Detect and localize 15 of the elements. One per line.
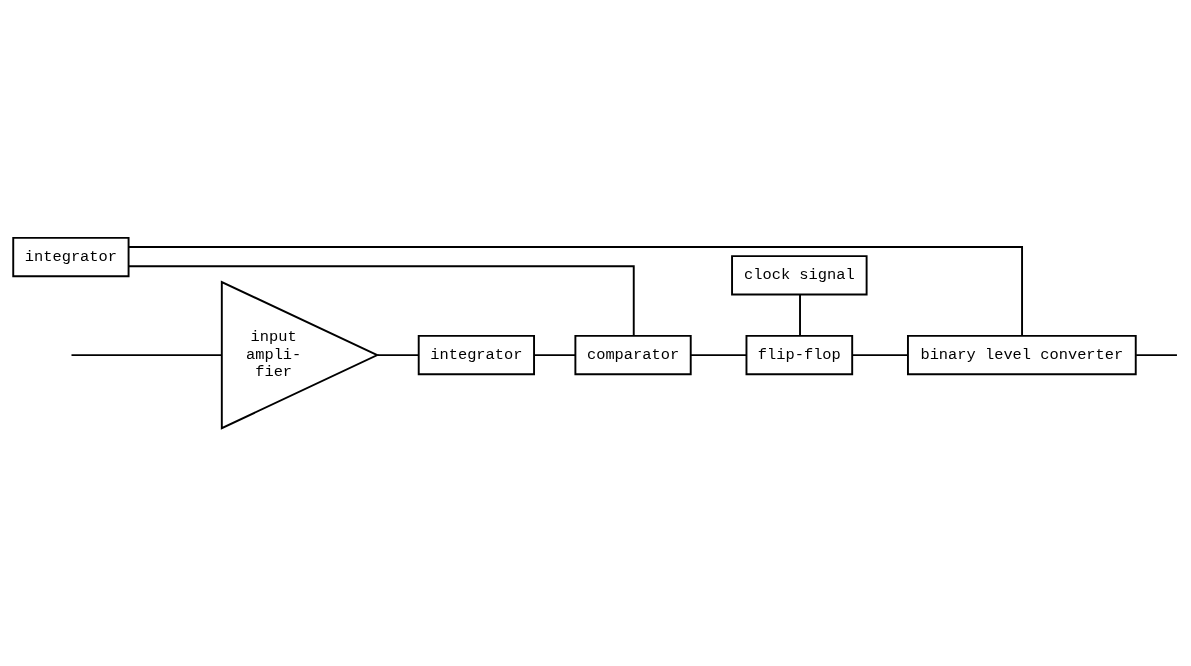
node-box: clock signal <box>731 255 868 296</box>
node-box: binary level converter <box>907 334 1137 376</box>
connector <box>799 293 801 337</box>
node-box: integrator <box>417 334 535 376</box>
connector <box>127 246 1023 337</box>
connector <box>70 354 223 357</box>
connector <box>689 354 748 357</box>
connector <box>376 354 420 357</box>
node-box: integrator <box>12 236 130 278</box>
connector <box>127 265 635 337</box>
connector <box>851 354 909 357</box>
connector <box>1135 354 1178 357</box>
node-box: comparator <box>574 334 692 376</box>
connector <box>533 354 577 357</box>
node-box: flip-flop <box>745 334 854 376</box>
